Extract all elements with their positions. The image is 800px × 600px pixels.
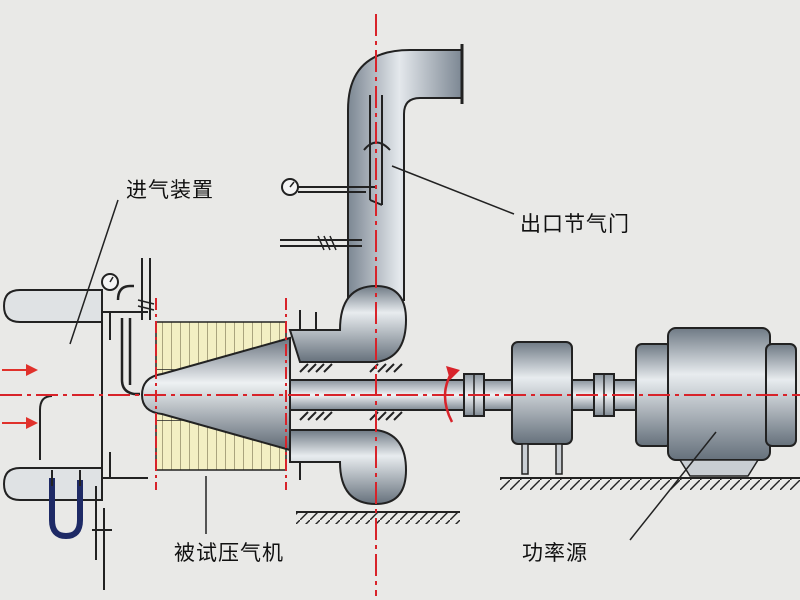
u-tube-manometer (39, 395, 112, 590)
centerlines (0, 14, 800, 596)
power-source-label: 功率源 (522, 541, 588, 565)
inlet-thermometer-icon (137, 258, 155, 320)
test-compressor-label: 被试压气机 (174, 541, 284, 565)
ground-hatch-icon (296, 477, 800, 524)
outlet-probe-icon (280, 235, 362, 251)
inlet-gauge-icon (101, 273, 119, 291)
inlet-probe (116, 284, 140, 396)
torque-meter (511, 341, 573, 475)
leader-lines (69, 165, 717, 541)
outlet-throttle-label: 出口节气门 (520, 212, 630, 236)
inlet-flow-arrow-icon (2, 364, 38, 429)
outlet-pipe (347, 44, 464, 301)
electric-motor (635, 327, 797, 477)
inlet-device-label: 进气装置 (126, 178, 214, 202)
bearings (299, 363, 403, 421)
outlet-gauge-icon (281, 178, 376, 196)
